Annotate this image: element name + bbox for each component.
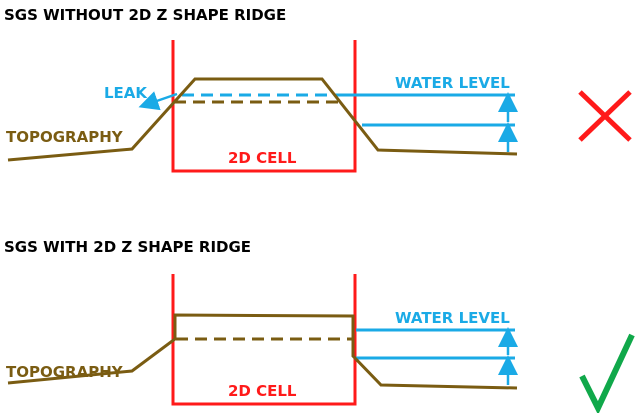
cell-label: 2D CELL bbox=[228, 382, 297, 400]
topography-line bbox=[7, 77, 518, 162]
check-icon bbox=[579, 333, 635, 413]
leak-arrow bbox=[138, 91, 178, 111]
water-level-label: WATER LEVEL bbox=[395, 309, 510, 327]
topography-label: TOPOGRAPHY bbox=[6, 128, 124, 146]
cell-label: 2D CELL bbox=[228, 149, 297, 167]
panel-title: SGS WITHOUT 2D Z SHAPE RIDGE bbox=[4, 6, 286, 24]
leak-label: LEAK bbox=[104, 84, 148, 102]
topography-label: TOPOGRAPHY bbox=[6, 363, 124, 381]
panel-with-ridge: SGS WITH 2D Z SHAPE RIDGE WATER LEVEL TO… bbox=[4, 238, 635, 413]
panel-without-ridge: SGS WITHOUT 2D Z SHAPE RIDGE WATER LEVEL… bbox=[4, 6, 632, 173]
cross-icon bbox=[578, 90, 632, 142]
topography-line bbox=[7, 313, 518, 390]
panel-title: SGS WITH 2D Z SHAPE RIDGE bbox=[4, 238, 251, 256]
water-level-label: WATER LEVEL bbox=[395, 74, 510, 92]
